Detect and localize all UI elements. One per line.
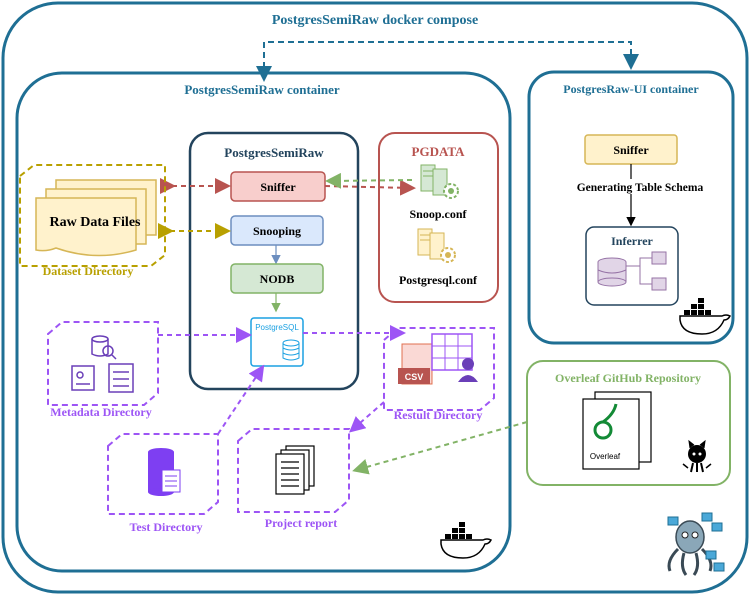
compose-title: PostgresSemiRaw docker compose <box>272 13 478 28</box>
postgresql-label: PostgreSQL <box>255 323 299 332</box>
overleaf-logo-text: Overleaf <box>590 452 621 461</box>
overleaf-label: Overleaf GitHub Repository <box>555 371 701 385</box>
result-directory-label: Restult Directory <box>394 408 483 422</box>
overleaf-to-report-edge <box>352 421 528 475</box>
postgresql-conf-icon <box>417 228 456 263</box>
snooping-label: Snooping <box>253 224 301 238</box>
dataset-directory-label: Dataset Directory <box>43 264 134 278</box>
sniffer-to-snoop-conf-edge <box>324 179 416 196</box>
docker-compose-octopus-icon <box>667 512 725 576</box>
metadata-directory-label: Metadata Directory <box>50 405 151 419</box>
raw-data-files-stack <box>35 179 157 257</box>
inferrer-label: Inferrer <box>611 234 653 248</box>
test-to-postgres-edge <box>217 364 265 435</box>
main-container <box>15 71 512 573</box>
raw-data-files-label: Raw Data Files <box>50 215 142 230</box>
overleaf-docs-icon <box>582 391 652 470</box>
test-directory-frame <box>107 433 219 515</box>
compose-link-edge <box>263 41 639 78</box>
ui-sniffer-label: Sniffer <box>613 143 649 157</box>
snoop-conf-to-sniffer-edge <box>325 172 413 189</box>
project-report-frame <box>237 428 350 513</box>
postgres-db-icon <box>282 339 300 361</box>
generating-schema-label: Generating Table Schema <box>577 182 704 194</box>
project-report-label: Project report <box>265 516 338 530</box>
csv-label: CSV <box>405 372 424 382</box>
engine-label: PostgresSemiRaw <box>224 145 324 160</box>
main-container-label: PostgresSemiRaw container <box>184 82 340 97</box>
result-directory-frame <box>383 327 495 411</box>
docker-icon <box>440 522 493 559</box>
ui-container-label: PostgresRaw-UI container <box>563 82 699 96</box>
ui-container <box>527 70 735 345</box>
report-document-icon <box>275 445 315 495</box>
csv-file-icon: CSV <box>398 333 478 385</box>
test-directory-label: Test Directory <box>130 520 203 534</box>
pgdata-label: PGDATA <box>412 144 466 159</box>
snoop-conf-icon <box>420 164 459 199</box>
result-to-report-edge <box>348 401 385 433</box>
snoop-conf-label: Snoop.conf <box>409 207 467 221</box>
nodb-node <box>230 263 324 294</box>
edge-label-bg <box>553 179 727 194</box>
github-icon <box>682 439 712 473</box>
database-table-icon <box>597 251 667 291</box>
engine-sniffer-label: Sniffer <box>260 180 296 194</box>
docker-icon <box>679 298 732 335</box>
postgresql-conf-label: Postgresql.conf <box>399 273 478 287</box>
test-database-icon <box>148 448 181 496</box>
metadata-directory-frame <box>47 321 159 406</box>
pgdata-box <box>378 132 499 303</box>
metadata-icons <box>71 335 134 393</box>
engine-box <box>188 131 360 391</box>
snooping-node <box>230 215 324 246</box>
nodb-label: NODB <box>260 272 295 286</box>
